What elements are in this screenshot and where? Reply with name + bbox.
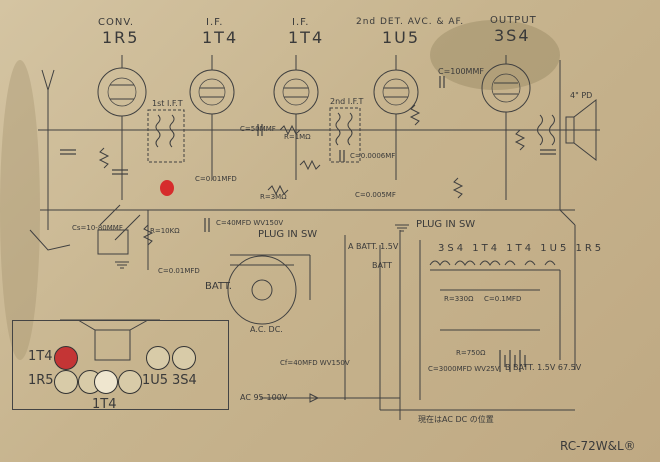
tube-1t4-b	[273, 69, 319, 115]
resistor-label: R=330Ω	[444, 295, 474, 303]
cap-label: C=0.01MFD	[195, 175, 237, 183]
resistor-label: R=750Ω	[456, 349, 486, 357]
model-number: RC-72W&L®	[560, 439, 636, 453]
cap-label: C=0.0006MF	[350, 152, 396, 160]
ac-supply-label: AC 95-100V	[240, 393, 288, 402]
socket-label-1r5: 1R5	[28, 373, 54, 388]
tube-type-1r5: 1R5	[102, 28, 140, 47]
tube-socket	[172, 346, 196, 370]
tube-function-det: 2nd DET. AVC. & AF.	[356, 17, 465, 27]
tube-3s4	[481, 63, 531, 113]
speaker-label: 4" PD	[570, 91, 593, 100]
batt-label: BATT.	[205, 281, 232, 292]
tube-type-1t4-b: 1T4	[288, 28, 325, 47]
socket-label-1t4: 1T4	[28, 349, 53, 364]
tube-1t4-a	[189, 69, 235, 115]
tube-socket-red	[54, 346, 78, 370]
tube-1r5	[97, 67, 147, 117]
tube-layout-panel	[12, 320, 229, 410]
cap-label: C=0.01MFD	[158, 267, 200, 275]
position-note: 現在はAC DC の位置	[418, 415, 494, 424]
b-batt-label: B BATT. 1.5V 67.5V	[505, 363, 582, 372]
ift1-label: 1st I.F.T	[152, 99, 183, 108]
tube-function-conv: CONV.	[98, 17, 135, 28]
tube-type-1t4-a: 1T4	[202, 28, 239, 47]
cap-label: Cf=40MFD WV150V	[280, 359, 350, 367]
socket-label-1u5: 1U5	[142, 373, 169, 388]
red-mark	[160, 180, 174, 196]
paper-stain	[0, 60, 40, 360]
resistor-label: R=3MΩ	[260, 193, 287, 201]
cap-label: Cs=10-80MMF	[72, 224, 123, 232]
resistor-label: R=10KΩ	[150, 227, 180, 235]
tube-function-if2: I.F.	[292, 17, 310, 28]
cap-label: C=3000MFD WV25V	[428, 365, 500, 373]
ift2-label: 2nd I.F.T	[330, 97, 364, 106]
tube-function-output: OUTPUT	[490, 15, 537, 26]
ac-dc-label: A.C. DC.	[250, 325, 283, 334]
tube-function-if1: I.F.	[206, 17, 224, 28]
tube-socket	[118, 370, 142, 394]
tube-socket	[146, 346, 170, 370]
tube-socket	[54, 370, 78, 394]
cap-label: C=40MFD WV150V	[216, 219, 284, 227]
plug-in-sw-top-label: PLUG IN SW	[416, 219, 476, 230]
tube-type-1u5: 1U5	[382, 28, 421, 47]
plug-in-sw-label: PLUG IN SW	[258, 229, 318, 240]
a-batt-label: A BATT. 1.5V	[348, 242, 399, 251]
tube-socket	[94, 370, 118, 394]
batt-b-label: BATT	[372, 261, 392, 270]
cap-label: C=50MMF	[240, 125, 276, 133]
resistor-label: R=1MΩ	[284, 133, 311, 141]
cap-label: C=0.005MF	[355, 191, 396, 199]
cap-label: C=0.1MFD	[484, 295, 522, 303]
tube-type-3s4: 3S4	[494, 26, 531, 45]
tube-1u5	[373, 69, 419, 115]
cap-label: C=100MMF	[438, 67, 484, 76]
socket-label-center: 1T4	[92, 397, 117, 412]
paper-stain	[430, 20, 560, 90]
filament-tubes-label: 3S4 1T4 1T4 1U5 1R5	[438, 243, 605, 254]
socket-label-3s4: 3S4	[172, 373, 197, 388]
